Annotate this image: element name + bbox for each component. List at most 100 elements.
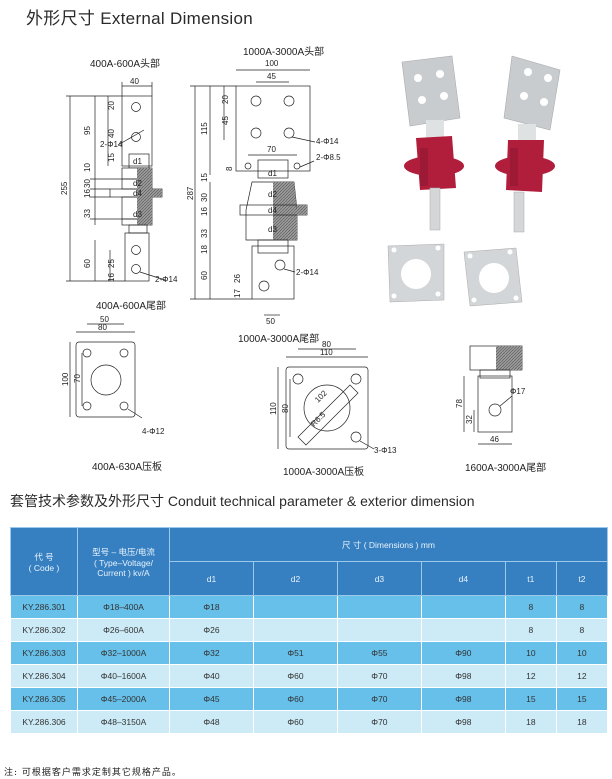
cell-d1: Φ48: [169, 710, 254, 734]
label-d1: d1: [268, 169, 277, 178]
header-type-en2: Current ) kv/A: [97, 567, 150, 578]
cell-type: Φ45–2000A: [77, 687, 170, 711]
dim-20: 20: [107, 101, 116, 110]
cell-t2: 15: [555, 687, 609, 711]
cell-code: KY.286.306: [10, 710, 78, 734]
hole-label-bottom: 2-Φ14: [155, 275, 178, 284]
dim-18: 18: [200, 245, 209, 254]
dim-102: 102: [313, 388, 329, 404]
cell-type: Φ18–400A: [77, 595, 170, 619]
cell-t2: 18: [555, 710, 609, 734]
dim-80: 80: [98, 323, 107, 332]
footer-note: 注: 可根据客户需求定制其它规格产品。: [4, 768, 182, 778]
hole-label: 4-Φ12: [142, 427, 165, 436]
cell-d1: Φ45: [169, 687, 254, 711]
cell-t2: 8: [555, 618, 609, 642]
dim-78: 78: [455, 399, 464, 408]
dim-70: 70: [267, 145, 276, 154]
caption-1000a-head: 1000A-3000A头部: [243, 47, 325, 58]
cell-d2: [252, 595, 338, 619]
table-row: KY.286.304 Φ40–1600A Φ40 Φ60 Φ70 Φ98 12 …: [10, 664, 609, 688]
dim-25: 25: [107, 259, 116, 268]
header-d2: d2: [252, 561, 338, 596]
dim-95: 95: [83, 126, 92, 135]
hole-label: Φ17: [510, 387, 526, 396]
cell-d2: Φ60: [252, 687, 338, 711]
dim-40v: 40: [107, 129, 116, 138]
page-title: 外形尺寸 External Dimension: [26, 9, 254, 28]
header-type-cn: 型号 – 电压/电流: [92, 546, 155, 557]
dim-26: 26: [233, 274, 242, 283]
cell-d3: Φ55: [336, 641, 422, 665]
cell-d1: Φ18: [169, 595, 254, 619]
dim-10: 10: [83, 163, 92, 172]
cell-d2: Φ60: [252, 710, 338, 734]
diagram-1000a-3000a: 100 45 70 50 287 115 20 45 8 15 30 16 33…: [186, 59, 341, 326]
hole-label: 3-Φ13: [374, 446, 397, 455]
dim-33: 33: [200, 229, 209, 238]
dim-50: 50: [266, 317, 275, 326]
cell-d4: Φ98: [420, 687, 506, 711]
dim-80v: 80: [281, 404, 290, 413]
dim-110v: 110: [269, 402, 278, 415]
label-d2: d2: [133, 179, 142, 188]
caption-plate-1000a: 1000A-3000A压板: [283, 467, 365, 478]
diagram-tail-1600a: 78 32 46 Φ17: [455, 345, 526, 445]
cell-d1: Φ32: [169, 641, 254, 665]
dim-15: 15: [200, 173, 209, 182]
dim-255: 255: [60, 181, 69, 195]
hole-label-tail: 2-Φ14: [296, 268, 319, 277]
cell-code: KY.286.305: [10, 687, 78, 711]
label-d3: d3: [268, 225, 277, 234]
dim-60: 60: [200, 271, 209, 280]
label-d1: d1: [133, 157, 142, 166]
dim-46: 46: [490, 435, 499, 444]
hole-label-2: 2-Φ8.5: [316, 153, 341, 162]
header-dimensions: 尺 寸 ( Dimensions ) mm: [169, 527, 608, 562]
cell-d2: Φ51: [252, 641, 338, 665]
cell-type: Φ40–1600A: [77, 664, 170, 688]
dim-110: 110: [320, 348, 333, 357]
header-type: 型号 – 电压/电流 ( Type–Voltage/ Current ) kv/…: [77, 527, 170, 596]
table-row: KY.286.302 Φ26–600A Φ26 8 8: [10, 618, 609, 642]
cell-type: Φ48–3150A: [77, 710, 170, 734]
dim-70: 70: [73, 374, 82, 383]
spec-table: 代 号 ( Code ) 型号 – 电压/电流 ( Type–Voltage/ …: [10, 527, 609, 734]
diagram-plate-1000a: 110 80 110 80 102 R6.5 3-Φ13: [269, 340, 397, 455]
header-code-en: ( Code ): [28, 562, 60, 573]
cell-t2: 10: [555, 641, 609, 665]
label-d4: d4: [268, 206, 277, 215]
caption-400a-head: 400A-600A头部: [90, 59, 161, 70]
table-row: KY.286.303 Φ32–1000A Φ32 Φ51 Φ55 Φ90 10 …: [10, 641, 609, 665]
cell-d4: [420, 595, 506, 619]
dim-16b: 16: [107, 273, 116, 282]
cell-d1: Φ40: [169, 664, 254, 688]
cell-type: Φ32–1000A: [77, 641, 170, 665]
dim-16: 16: [83, 189, 92, 198]
dim-8: 8: [225, 166, 234, 171]
dim-40: 40: [130, 77, 139, 86]
header-code-cn: 代 号: [34, 551, 54, 562]
cell-d2: Φ60: [252, 664, 338, 688]
dim-20: 20: [221, 95, 230, 104]
caption-1000a-tail: 1000A-3000A尾部: [238, 334, 320, 345]
dim-115: 115: [200, 122, 209, 135]
cell-code: KY.286.302: [10, 618, 78, 642]
cell-t1: 18: [504, 710, 557, 734]
cell-code: KY.286.303: [10, 641, 78, 665]
label-d4: d4: [133, 189, 142, 198]
header-d1: d1: [169, 561, 254, 596]
table-row: KY.286.301 Φ18–400A Φ18 8 8: [10, 595, 609, 619]
dim-33: 33: [83, 209, 92, 218]
caption-400a-tail: 400A-600A尾部: [96, 301, 167, 312]
dim-15: 15: [107, 153, 116, 162]
header-d3: d3: [336, 561, 422, 596]
cell-t1: 12: [504, 664, 557, 688]
header-code: 代 号 ( Code ): [10, 527, 78, 596]
dim-17: 17: [233, 289, 242, 298]
dim-32: 32: [465, 415, 474, 424]
cell-d4: Φ98: [420, 710, 506, 734]
label-d3: d3: [133, 210, 142, 219]
cell-d4: Φ98: [420, 664, 506, 688]
dim-30: 30: [200, 193, 209, 202]
